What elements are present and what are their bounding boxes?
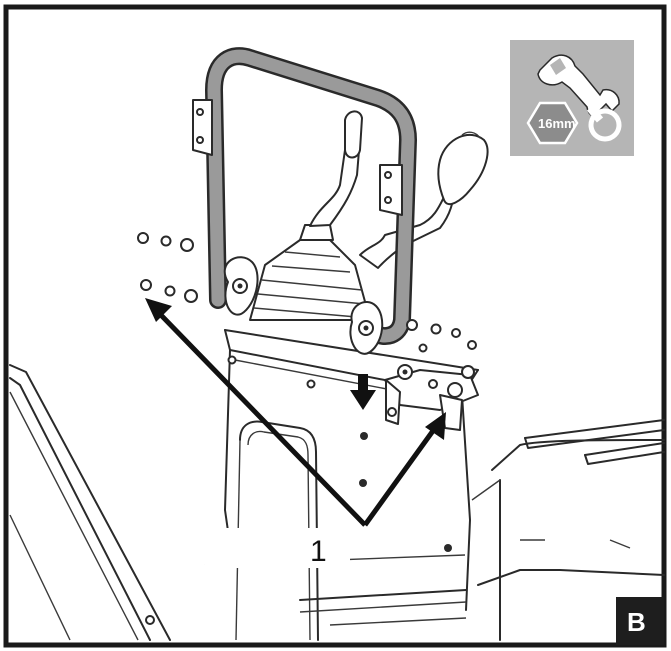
hex-nut-icon: 16mm (526, 101, 579, 145)
callout-label: 1 (205, 528, 350, 568)
mounting-plate (384, 340, 479, 431)
callout-number: 1 (310, 535, 327, 568)
loose-hardware (137, 232, 461, 338)
control-boot (249, 224, 371, 321)
right-deck (471, 419, 665, 641)
left-rail (9, 364, 171, 641)
wrench-size-label: 16mm (538, 116, 576, 131)
handle-bar (192, 47, 417, 355)
wrench-icon (537, 54, 622, 142)
tool-icon-badge: 16mm (510, 40, 634, 156)
figure-badge: B (616, 597, 664, 645)
frame-border (3, 4, 667, 648)
callout-arrows (145, 298, 446, 527)
figure-letter: B (627, 607, 646, 637)
down-arrow-icon (350, 374, 376, 410)
